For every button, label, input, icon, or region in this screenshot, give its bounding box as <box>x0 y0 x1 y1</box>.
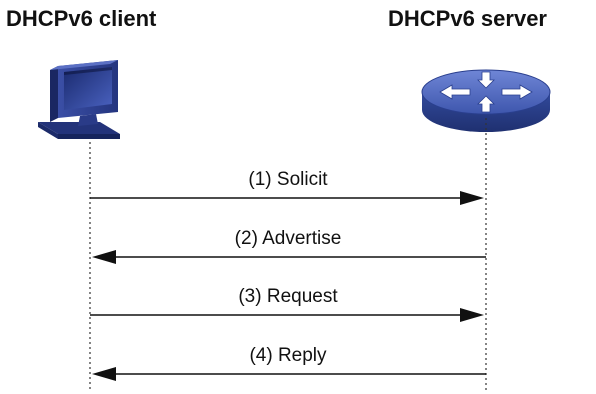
desktop-computer-icon <box>38 60 120 139</box>
arrowhead-left-icon <box>92 250 116 264</box>
message-advertise: (2) Advertise <box>92 228 486 264</box>
server-title: DHCPv6 server <box>388 6 547 31</box>
arrowhead-left-icon <box>92 367 116 381</box>
client-title: DHCPv6 client <box>6 6 157 31</box>
arrowhead-right-icon <box>460 308 484 322</box>
message-request: (3) Request <box>90 286 484 322</box>
message-solicit: (1) Solicit <box>90 169 484 205</box>
message-label: (3) Request <box>238 286 338 307</box>
message-label: (2) Advertise <box>235 228 342 249</box>
message-label: (4) Reply <box>249 345 327 366</box>
message-label: (1) Solicit <box>248 169 328 190</box>
arrowhead-right-icon <box>460 191 484 205</box>
message-reply: (4) Reply <box>92 345 486 381</box>
router-icon <box>421 69 551 132</box>
